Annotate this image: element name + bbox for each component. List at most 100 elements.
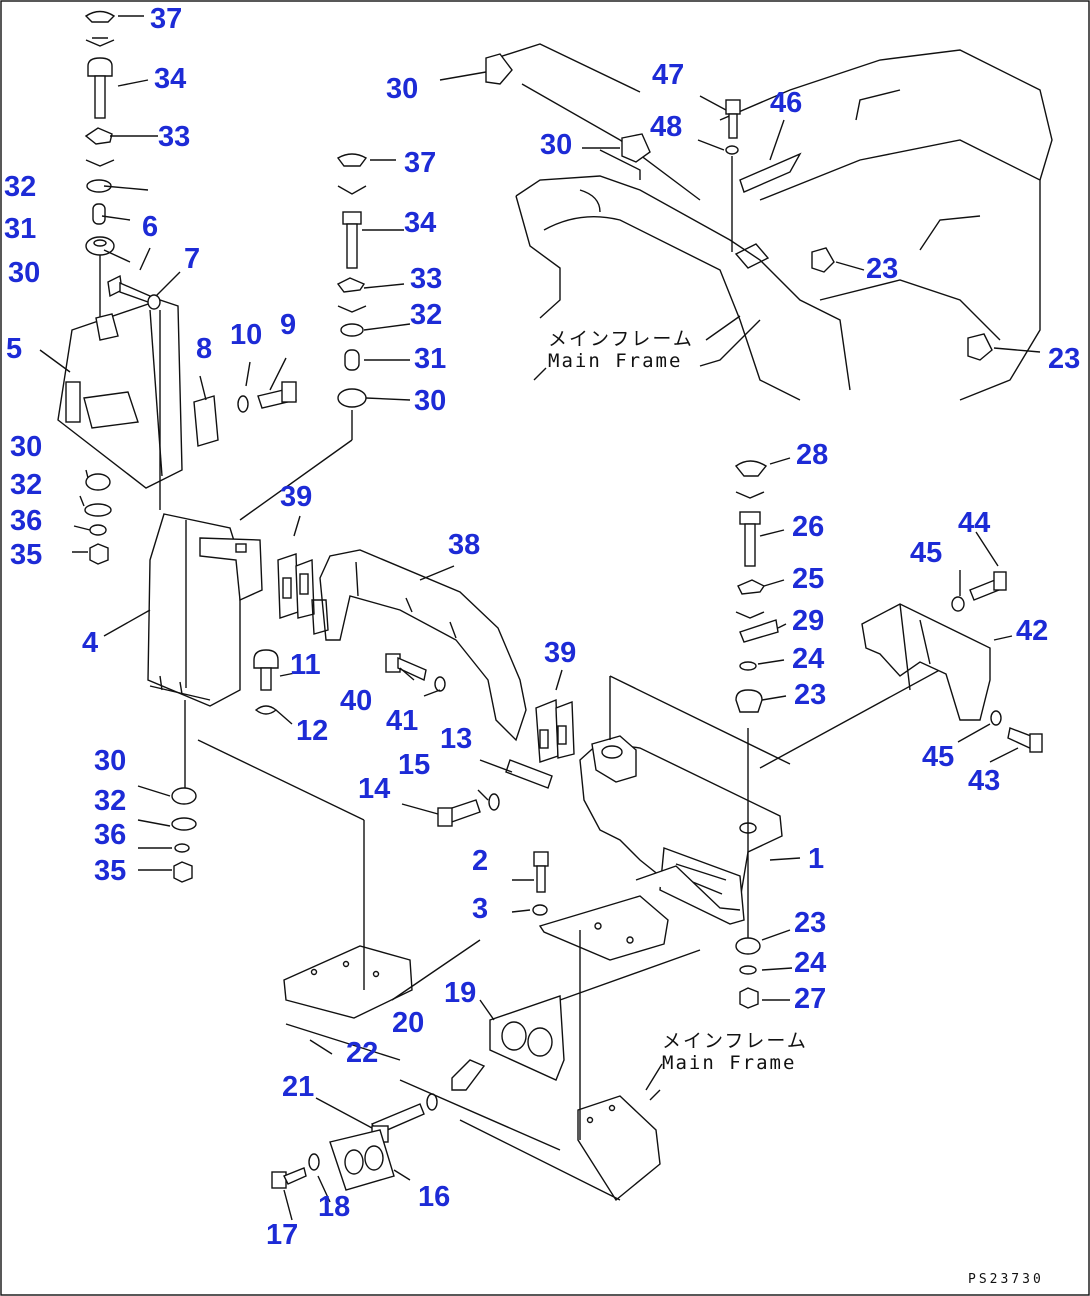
callout-45b: 45 bbox=[922, 741, 955, 773]
callout-23b: 23 bbox=[1048, 343, 1081, 375]
left-bottom-stack bbox=[171, 787, 197, 883]
callout-32d: 32 bbox=[94, 785, 127, 817]
bracket-39-left bbox=[277, 553, 315, 619]
callout-29: 29 bbox=[792, 605, 825, 637]
callout-1: 1 bbox=[808, 843, 825, 875]
callout-5: 5 bbox=[6, 333, 23, 365]
plate-8-bolt-9 bbox=[193, 381, 297, 447]
callout-32: 32 bbox=[4, 171, 37, 203]
callout-32b: 32 bbox=[10, 469, 43, 501]
callout-11: 11 bbox=[290, 649, 321, 681]
callout-4: 4 bbox=[82, 627, 99, 659]
callout-36: 36 bbox=[10, 505, 43, 537]
bolt-40-washer-41 bbox=[385, 653, 446, 692]
callout-41: 41 bbox=[386, 705, 419, 737]
callout-39b: 39 bbox=[544, 637, 577, 669]
callout-24: 24 bbox=[792, 643, 825, 675]
callout-43: 43 bbox=[968, 765, 1001, 797]
callout-46: 46 bbox=[770, 87, 803, 119]
callout-37: 37 bbox=[150, 3, 183, 35]
right-lower-stack bbox=[735, 728, 761, 1009]
callout-8: 8 bbox=[196, 333, 213, 365]
main-frame-label-upper-jp: メインフレーム bbox=[548, 328, 694, 350]
callout-2: 2 bbox=[472, 845, 489, 877]
callout-3: 3 bbox=[472, 893, 489, 925]
bolt-2-washer-3 bbox=[532, 851, 549, 916]
callout-42: 42 bbox=[1016, 615, 1049, 647]
callout-30f: 30 bbox=[540, 129, 573, 161]
callout-25: 25 bbox=[792, 563, 825, 595]
callout-30: 30 bbox=[8, 257, 41, 289]
callout-23d: 23 bbox=[794, 907, 827, 939]
part-42-cover bbox=[861, 571, 1043, 753]
callout-19: 19 bbox=[444, 977, 477, 1009]
callout-23c: 23 bbox=[794, 679, 827, 711]
callout-37b: 37 bbox=[404, 147, 437, 179]
leader-lines bbox=[39, 15, 1041, 1221]
callout-13: 13 bbox=[440, 723, 473, 755]
part-38-arch bbox=[311, 549, 527, 742]
bolt-11-washer-12 bbox=[253, 649, 279, 715]
callout-33: 33 bbox=[158, 121, 191, 153]
callout-24b: 24 bbox=[794, 947, 827, 979]
left-lower-stack bbox=[84, 473, 112, 565]
callout-14: 14 bbox=[358, 773, 391, 805]
callout-21: 21 bbox=[282, 1071, 315, 1103]
callout-20: 20 bbox=[392, 1007, 425, 1039]
upper-left-mount-stack bbox=[84, 10, 116, 320]
main-frame-label-lower-jp: メインフレーム bbox=[662, 1030, 808, 1052]
main-frame-label-upper: メインフレーム Main Frame bbox=[548, 328, 694, 372]
callout-30d: 30 bbox=[94, 745, 127, 777]
callout-36b: 36 bbox=[94, 819, 127, 851]
callout-40: 40 bbox=[340, 685, 373, 717]
callout-15: 15 bbox=[398, 749, 431, 781]
callout-34b: 34 bbox=[404, 207, 437, 239]
lower-frame bbox=[197, 739, 701, 1202]
callout-27: 27 bbox=[794, 983, 827, 1015]
upper-right-main-frame bbox=[485, 43, 1053, 401]
callout-30e: 30 bbox=[386, 73, 419, 105]
callout-38: 38 bbox=[448, 529, 481, 561]
right-upper-stack bbox=[734, 460, 779, 713]
callout-32c: 32 bbox=[410, 299, 443, 331]
callout-17: 17 bbox=[266, 1219, 299, 1251]
part-1-frame bbox=[579, 647, 981, 925]
callout-26: 26 bbox=[792, 511, 825, 543]
callout-10: 10 bbox=[230, 319, 263, 351]
callout-44: 44 bbox=[958, 507, 991, 539]
callout-33b: 33 bbox=[410, 263, 443, 295]
callout-28: 28 bbox=[796, 439, 829, 471]
part-4-bracket bbox=[147, 513, 263, 790]
callout-23: 23 bbox=[866, 253, 899, 285]
callout-22: 22 bbox=[346, 1037, 379, 1069]
callout-9: 9 bbox=[280, 309, 297, 341]
link-13-bolt-14 bbox=[437, 759, 553, 827]
part-5-cover bbox=[57, 299, 183, 489]
callout-35b: 35 bbox=[94, 855, 127, 887]
callout-34: 34 bbox=[154, 63, 187, 95]
callout-45: 45 bbox=[910, 537, 943, 569]
drawing-code: PS23730 bbox=[968, 1272, 1044, 1287]
bolt-6-washer-7 bbox=[107, 274, 161, 510]
bracket-39-right bbox=[535, 698, 575, 763]
callout-7: 7 bbox=[184, 243, 201, 275]
callout-16: 16 bbox=[418, 1181, 451, 1213]
callout-39: 39 bbox=[280, 481, 313, 513]
mount-plate bbox=[538, 895, 669, 961]
callout-12: 12 bbox=[296, 715, 329, 747]
callout-31b: 31 bbox=[414, 343, 447, 375]
callout-47: 47 bbox=[652, 59, 685, 91]
main-frame-label-lower-en: Main Frame bbox=[662, 1052, 797, 1074]
callout-30b: 30 bbox=[10, 431, 43, 463]
callout-6: 6 bbox=[142, 211, 159, 243]
callout-48: 48 bbox=[650, 111, 683, 143]
center-mount-stack bbox=[239, 153, 368, 521]
callout-18: 18 bbox=[318, 1191, 351, 1223]
main-frame-label-lower: メインフレーム Main Frame bbox=[662, 1030, 808, 1074]
callout-31: 31 bbox=[4, 213, 37, 245]
main-frame-label-upper-en: Main Frame bbox=[548, 350, 683, 372]
callout-35: 35 bbox=[10, 539, 43, 571]
